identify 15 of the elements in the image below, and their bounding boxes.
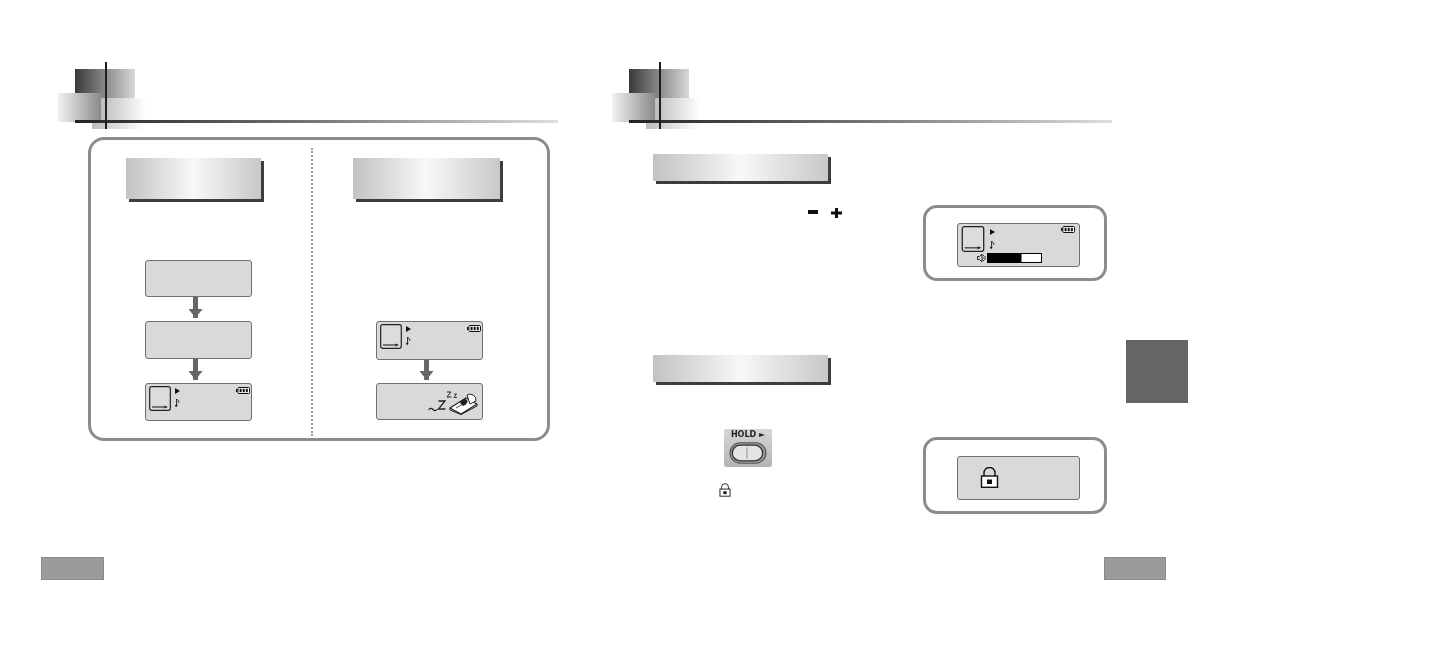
display-frame — [923, 205, 1107, 281]
section-heading-band — [353, 158, 500, 199]
flow-panel — [88, 137, 550, 441]
section-heading-band — [653, 154, 828, 181]
lcd-screen — [145, 260, 252, 297]
lcd-screen — [957, 456, 1080, 500]
section-heading-band — [126, 158, 261, 199]
lcd-screen — [957, 223, 1080, 267]
lcd-screen — [145, 383, 252, 421]
section-heading-band — [653, 355, 828, 382]
display-frame — [923, 437, 1107, 514]
lcd-screen — [376, 383, 483, 420]
lcd-screen — [145, 321, 252, 359]
lcd-screen — [376, 321, 483, 360]
switch-label: HOLD ► — [730, 430, 766, 440]
